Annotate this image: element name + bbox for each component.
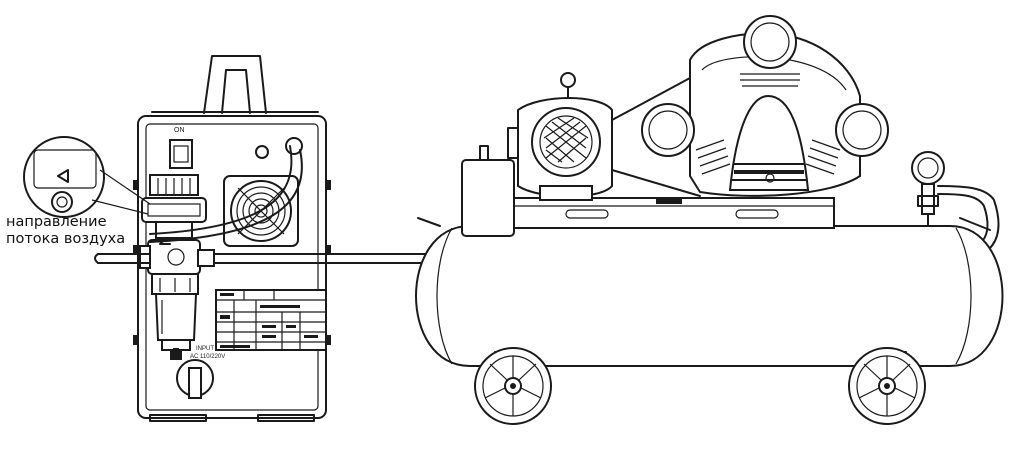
power-switch [169, 139, 193, 169]
side-screws [133, 180, 331, 345]
compressor-pump [641, 15, 889, 197]
pressure-gauge-icon [911, 151, 945, 227]
air-filter-regulator [139, 174, 215, 360]
air-compressor [415, 15, 1004, 425]
welder-unit [133, 55, 331, 422]
input-label: INPUT [196, 346, 214, 352]
pressure-switch-box [461, 159, 515, 237]
electric-motor [507, 72, 613, 201]
air-tank [415, 217, 1004, 367]
label-line-1: направление [6, 214, 107, 230]
detail-magnifier [23, 136, 151, 218]
airflow-direction-label: направление потока воздуха [6, 214, 125, 248]
switch-label: ON [174, 127, 185, 134]
wheel-right-icon [848, 347, 926, 425]
label-line-2: потока воздуха [6, 231, 126, 247]
rating-plate [215, 289, 327, 351]
knob-icon [255, 145, 269, 159]
wheel-left-icon [474, 347, 552, 425]
input-voltage-label: AC 110/220V [190, 354, 226, 360]
input-cable-gland [176, 359, 214, 399]
